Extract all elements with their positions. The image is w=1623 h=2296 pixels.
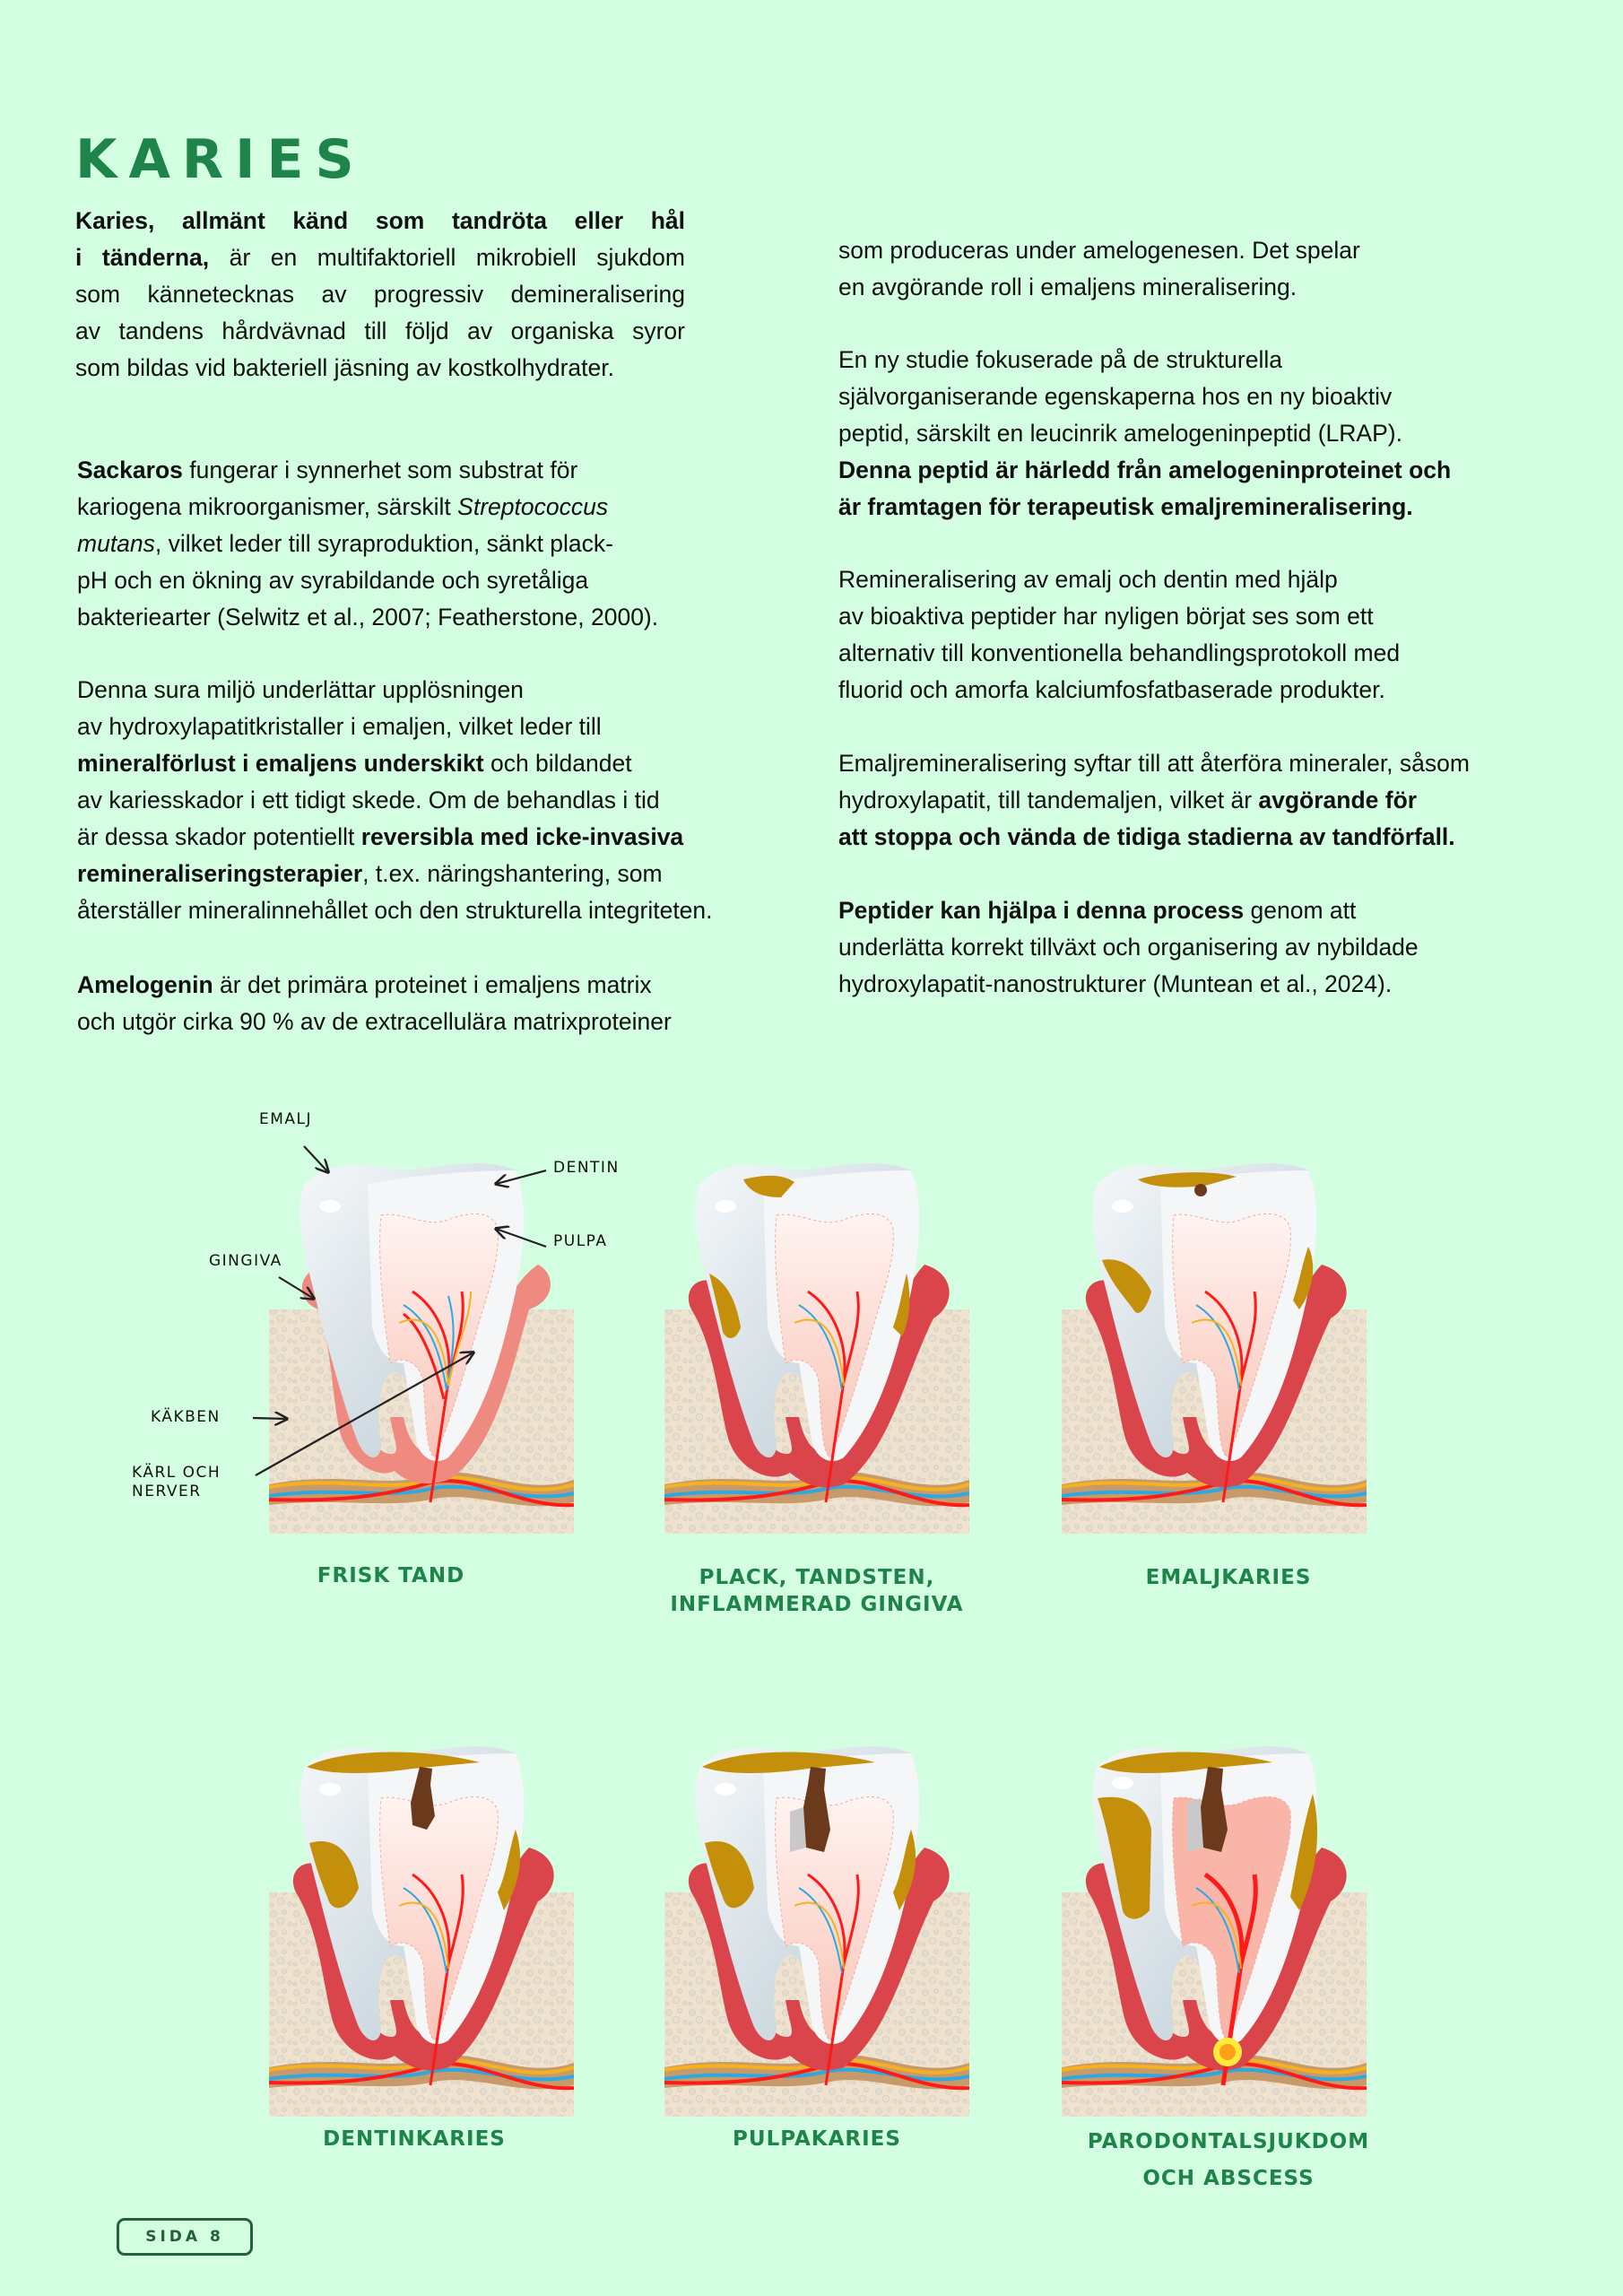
continued-paragraph: som produceras under amelogenesen. Det s… bbox=[838, 232, 1360, 306]
study-l3: peptid, särskilt en leucinrik amelogenin… bbox=[838, 420, 1402, 447]
caption-6-line-1: PARODONTALSJUKDOM bbox=[1087, 2130, 1370, 2153]
label-kakben: KÄKBEN bbox=[151, 1408, 221, 1426]
sackaros-l5: bakteriearter (Selwitz et al., 2007; Fea… bbox=[77, 604, 659, 631]
caption-6-line-2: OCH ABSCESS bbox=[1142, 2167, 1315, 2190]
acid-l1: Denna sura miljö underlättar upplösninge… bbox=[77, 676, 524, 703]
label-karl-och-nerver: KÄRL OCH NERVER bbox=[132, 1464, 221, 1501]
caption-2-line-1: PLACK, TANDSTEN, bbox=[699, 1566, 935, 1589]
remin-l3: alternativ till konventionella behandlin… bbox=[838, 639, 1401, 666]
peptider-l1: genom att bbox=[1244, 897, 1357, 924]
caption-emaljkaries: EMALJKARIES bbox=[1062, 1564, 1395, 1591]
emalj-bold-2: att stoppa och vända de tidiga stadierna… bbox=[838, 823, 1455, 850]
tooth-plaque-icon bbox=[664, 1163, 969, 1535]
intro-text-3: som kännetecknas av progressiv demineral… bbox=[75, 281, 685, 308]
study-l2: självorganiserande egenskaperna hos en n… bbox=[838, 383, 1393, 410]
tooth-enamel-caries-illustration bbox=[1062, 1148, 1367, 1535]
tooth-healthy-icon bbox=[269, 1163, 574, 1535]
caption-parodontal: PARODONTALSJUKDOM OCH ABSCESS bbox=[1062, 2124, 1395, 2197]
caption-1-line-1: FRISK TAND bbox=[317, 1564, 465, 1587]
sackaros-l1: fungerar i synnerhet som substrat för bbox=[182, 457, 578, 483]
caption-frisk-tand: FRISK TAND bbox=[269, 1562, 513, 1589]
acid-l5: är dessa skador potentiellt bbox=[77, 823, 361, 850]
acid-l7: återställer mineralinnehållet och den st… bbox=[77, 897, 713, 924]
study-l1: En ny studie fokuserade på de strukturel… bbox=[838, 346, 1282, 373]
peptider-bold: Peptider kan hjälpa i denna process bbox=[838, 897, 1245, 924]
acid-bold-3: remineraliseringsterapier bbox=[77, 860, 363, 887]
tooth-dentin-caries-icon bbox=[269, 1746, 574, 2118]
peptider-l3: hydroxylapatit-nanostrukturer (Muntean e… bbox=[838, 970, 1393, 997]
caption-2-line-2: INFLAMMERAD GINGIVA bbox=[670, 1593, 964, 1616]
remin-l2: av bioaktiva peptider har nyligen börjat… bbox=[838, 603, 1374, 630]
amelogenin-paragraph: Amelogenin är det primära proteinet i em… bbox=[77, 967, 672, 1040]
intro-text-4: av tandens hårdvävnad till följd av orga… bbox=[75, 317, 685, 344]
sackaros-l3: , vilket leder till syraproduktion, sänk… bbox=[154, 530, 613, 557]
caption-plack: PLACK, TANDSTEN, INFLAMMERAD GINGIVA bbox=[664, 1564, 969, 1618]
caption-3-line-1: EMALJKARIES bbox=[1145, 1566, 1312, 1589]
sackaros-italic-1: Streptococcus bbox=[457, 493, 609, 520]
remin-l4: fluorid och amorfa kalciumfosfatbaserade… bbox=[838, 676, 1385, 703]
caption-pulpakaries: PULPAKARIES bbox=[664, 2126, 969, 2152]
acid-bold-2: reversibla med icke-invasiva bbox=[360, 823, 684, 850]
amelogenin-bold: Amelogenin bbox=[77, 971, 213, 998]
study-paragraph: En ny studie fokuserade på de strukturel… bbox=[838, 342, 1451, 526]
tooth-dentin-caries-illustration bbox=[269, 1731, 574, 2118]
page-number-badge: SIDA 8 bbox=[117, 2218, 253, 2256]
emalj-bold-1: avgörande för bbox=[1258, 787, 1418, 813]
peptider-l2: underlätta korrekt tillväxt och organise… bbox=[838, 934, 1419, 961]
enamel-remin-paragraph: Emaljremineralisering syftar till att åt… bbox=[838, 745, 1470, 856]
sackaros-paragraph: Sackaros fungerar i synnerhet som substr… bbox=[77, 452, 658, 636]
intro-paragraph: Karies, allmänt känd som tandröta eller … bbox=[75, 203, 685, 387]
acid-bold-1: mineralförlust i emaljens underskikt bbox=[77, 750, 484, 777]
amelogenin-l2: och utgör cirka 90 % av de extracellulär… bbox=[77, 1008, 672, 1035]
intro-bold-1: Karies, allmänt känd som tandröta eller … bbox=[75, 207, 685, 234]
emalj-l1: Emaljremineralisering syftar till att åt… bbox=[838, 750, 1470, 777]
acid-l4: av kariesskador i ett tidigt skede. Om d… bbox=[77, 787, 660, 813]
tooth-enamel-caries-icon bbox=[1062, 1163, 1367, 1535]
tooth-pulp-caries-illustration bbox=[664, 1731, 969, 2118]
acid-paragraph: Denna sura miljö underlättar upplösninge… bbox=[77, 672, 713, 929]
remineralisation-paragraph: Remineralisering av emalj och dentin med… bbox=[838, 561, 1400, 709]
intro-bold-2: i tänderna, bbox=[75, 244, 210, 271]
acid-l2: av hydroxylapatitkristaller i emaljen, v… bbox=[77, 713, 602, 740]
acid-l6: , t.ex. näringshantering, som bbox=[362, 860, 663, 887]
label-gingiva: GINGIVA bbox=[209, 1252, 282, 1270]
tooth-pulp-caries-icon bbox=[664, 1746, 969, 2118]
label-karl-line-2: NERVER bbox=[132, 1483, 202, 1500]
page-title: KARIES bbox=[75, 128, 366, 191]
peptides-paragraph: Peptider kan hjälpa i denna process geno… bbox=[838, 892, 1419, 1003]
label-dentin: DENTIN bbox=[553, 1159, 620, 1177]
label-karl-line-1: KÄRL OCH bbox=[132, 1464, 221, 1482]
intro-text-5: som bildas vid bakteriell jäsning av kos… bbox=[75, 354, 614, 381]
remin-l1: Remineralisering av emalj och dentin med… bbox=[838, 566, 1338, 593]
tooth-healthy-illustration bbox=[269, 1148, 574, 1535]
caption-5-line-1: PULPAKARIES bbox=[733, 2127, 901, 2151]
label-emalj: EMALJ bbox=[259, 1110, 313, 1128]
tooth-abscess-icon bbox=[1062, 1746, 1367, 2118]
acid-l3: och bildandet bbox=[483, 750, 632, 777]
sackaros-italic-2: mutans bbox=[77, 530, 155, 557]
tooth-abscess-illustration bbox=[1062, 1731, 1367, 2118]
caption-4-line-1: DENTINKARIES bbox=[323, 2127, 506, 2151]
amelogenin-l1: är det primära proteinet i emaljens matr… bbox=[213, 971, 652, 998]
emalj-l2: hydroxylapatit, till tandemaljen, vilket… bbox=[838, 787, 1259, 813]
tooth-plaque-illustration bbox=[664, 1148, 969, 1535]
sackaros-l2: kariogena mikroorganismer, särskilt bbox=[77, 493, 458, 520]
sackaros-l4: pH och en ökning av syrabildande och syr… bbox=[77, 567, 589, 594]
intro-text-2: är en multifaktoriell mikrobiell sjukdom bbox=[209, 244, 685, 271]
label-pulpa: PULPA bbox=[553, 1232, 608, 1250]
sackaros-bold: Sackaros bbox=[77, 457, 183, 483]
cont-l1: som produceras under amelogenesen. Det s… bbox=[838, 237, 1360, 264]
study-bold-1: Denna peptid är härledd från amelogeninp… bbox=[838, 457, 1452, 483]
caption-dentinkaries: DENTINKARIES bbox=[269, 2126, 560, 2152]
cont-l2: en avgörande roll i emaljens mineraliser… bbox=[838, 274, 1298, 300]
study-bold-2: är framtagen för terapeutisk emaljremine… bbox=[838, 493, 1413, 520]
